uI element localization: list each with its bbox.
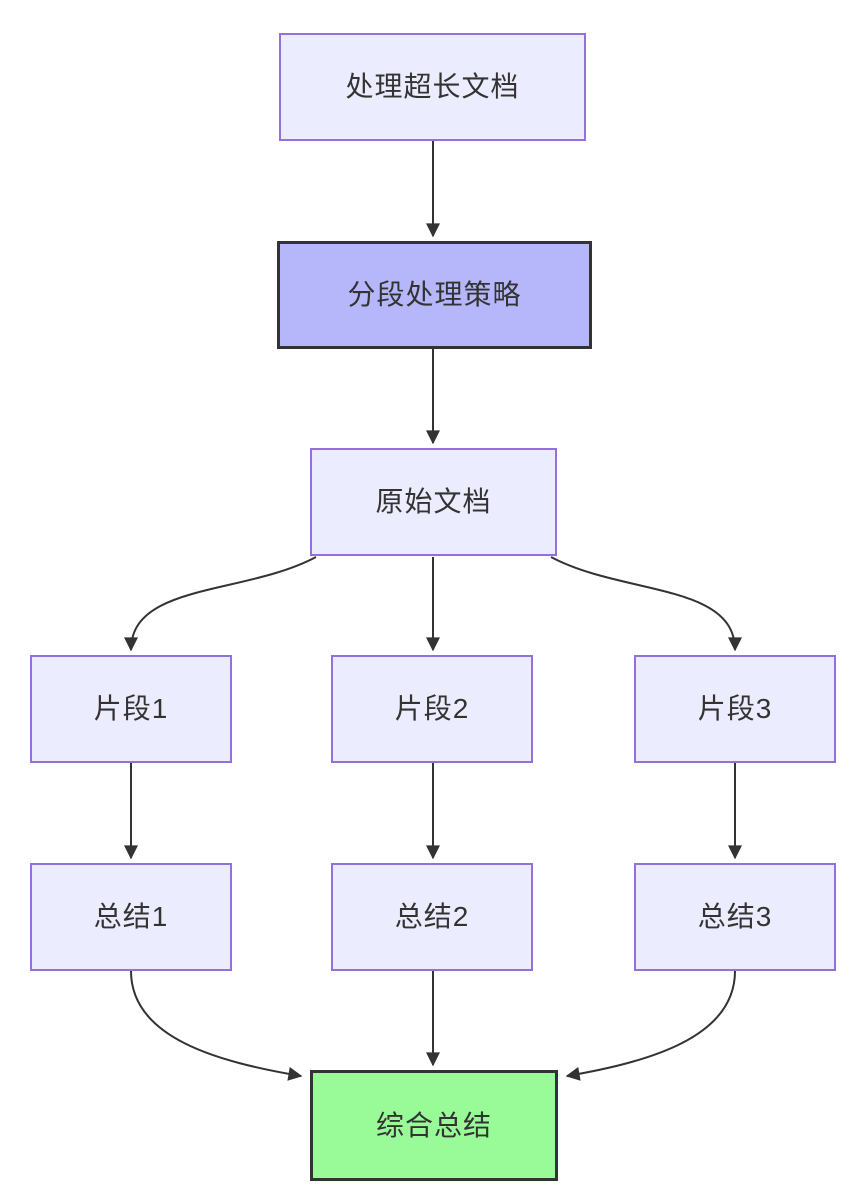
node-process-long-document-label: 处理超长文档 <box>345 71 520 103</box>
node-process-long-document: 处理超长文档 <box>279 33 586 141</box>
edge-c-to-fragment3 <box>550 556 742 652</box>
node-fragment-1-label: 片段1 <box>93 693 169 725</box>
node-final-summary: 综合总结 <box>310 1070 558 1181</box>
node-summary-2: 总结2 <box>331 863 533 971</box>
node-original-document: 原始文档 <box>310 448 557 556</box>
node-original-document-label: 原始文档 <box>375 486 492 518</box>
edge-c-to-fragment1 <box>124 556 317 652</box>
node-segmentation-strategy-label: 分段处理策略 <box>347 279 522 311</box>
node-fragment-3: 片段3 <box>634 655 836 763</box>
node-summary-3: 总结3 <box>634 863 836 971</box>
node-fragment-2-label: 片段2 <box>394 693 470 725</box>
edge-summary1-to-final <box>130 970 303 1081</box>
node-segmentation-strategy: 分段处理策略 <box>277 241 592 349</box>
node-summary-1: 总结1 <box>30 863 232 971</box>
edge-summary3-to-final <box>565 970 736 1081</box>
node-fragment-1: 片段1 <box>30 655 232 763</box>
node-fragment-2: 片段2 <box>331 655 533 763</box>
node-summary-2-label: 总结2 <box>394 901 470 933</box>
node-final-summary-label: 综合总结 <box>375 1109 492 1141</box>
node-summary-1-label: 总结1 <box>93 901 169 933</box>
node-summary-3-label: 总结3 <box>697 901 773 933</box>
node-fragment-3-label: 片段3 <box>697 693 773 725</box>
